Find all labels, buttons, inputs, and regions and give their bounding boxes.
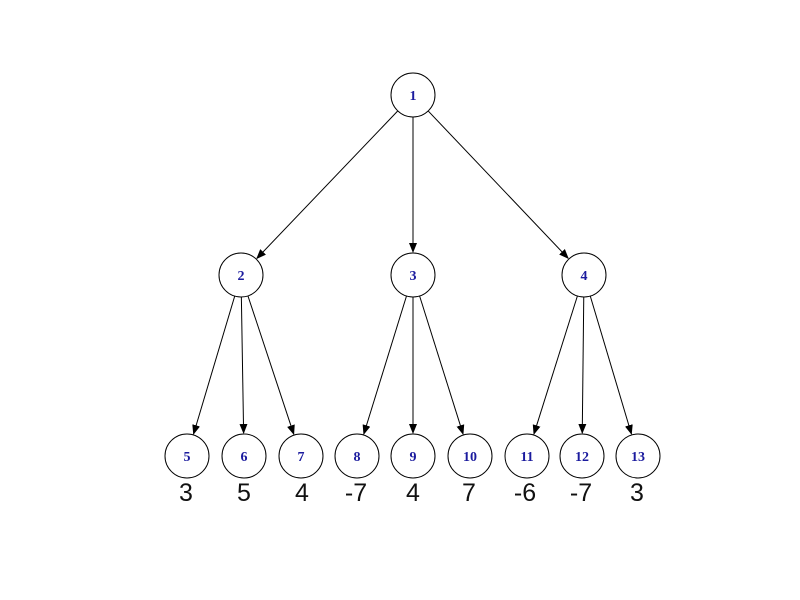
node-label: 5 <box>184 450 191 465</box>
tree-node-13: 13 <box>615 433 661 479</box>
tree-edge-1-2 <box>256 110 399 260</box>
tree-node-12: 12 <box>559 433 605 479</box>
node-label: 1 <box>410 89 417 104</box>
node-circle <box>504 433 550 479</box>
node-label: 2 <box>238 269 245 284</box>
node-circle <box>390 252 436 298</box>
node-circle <box>390 72 436 118</box>
tree-edge-2-7 <box>247 295 295 436</box>
tree-node-10: 10 <box>447 433 493 479</box>
leaf-value-12: -7 <box>570 479 592 507</box>
node-circle <box>390 433 436 479</box>
leaf-value-5: 3 <box>179 479 193 507</box>
node-circle <box>559 433 605 479</box>
tree-edge-2-5 <box>192 295 236 435</box>
tree-edge-2-6 <box>239 296 248 435</box>
node-circle <box>164 433 210 479</box>
node-label: 8 <box>354 450 361 465</box>
tree-node-1: 1 <box>390 72 436 118</box>
leaf-value-11: -6 <box>514 479 536 507</box>
tree-edge-1-4 <box>427 110 569 260</box>
node-label: 9 <box>410 450 417 465</box>
tree-edge-3-10 <box>419 295 465 436</box>
leaf-value-7: 4 <box>295 479 309 507</box>
tree-node-6: 6 <box>221 433 267 479</box>
tree-edge-4-12 <box>578 296 587 435</box>
tree-node-7: 7 <box>278 433 324 479</box>
tree-edge-4-13 <box>589 295 633 435</box>
node-circle <box>278 433 324 479</box>
node-circle <box>334 433 380 479</box>
node-label: 12 <box>575 450 589 465</box>
node-circle <box>221 433 267 479</box>
node-label: 13 <box>631 450 645 465</box>
node-label: 11 <box>520 450 533 465</box>
node-circle <box>218 252 264 298</box>
leaf-value-13: 3 <box>630 479 644 507</box>
node-label: 10 <box>463 450 477 465</box>
tree-node-2: 2 <box>218 252 264 298</box>
tree-node-3: 3 <box>390 252 436 298</box>
tree-node-9: 9 <box>390 433 436 479</box>
tree-node-8: 8 <box>334 433 380 479</box>
tree-node-11: 11 <box>504 433 550 479</box>
node-label: 6 <box>241 450 248 465</box>
node-circle <box>561 252 607 298</box>
node-circle <box>447 433 493 479</box>
leaf-value-10: 7 <box>462 479 476 507</box>
tree-node-4: 4 <box>561 252 607 298</box>
node-label: 7 <box>298 450 305 465</box>
node-circle <box>615 433 661 479</box>
tree-node-5: 5 <box>164 433 210 479</box>
tree-edge-4-11 <box>532 295 578 436</box>
leaf-value-8: -7 <box>345 479 367 507</box>
leaf-value-9: 4 <box>406 479 420 507</box>
tree-edge-3-8 <box>362 295 407 435</box>
node-label: 4 <box>581 269 588 284</box>
leaf-value-6: 5 <box>237 479 251 507</box>
node-label: 3 <box>410 269 417 284</box>
